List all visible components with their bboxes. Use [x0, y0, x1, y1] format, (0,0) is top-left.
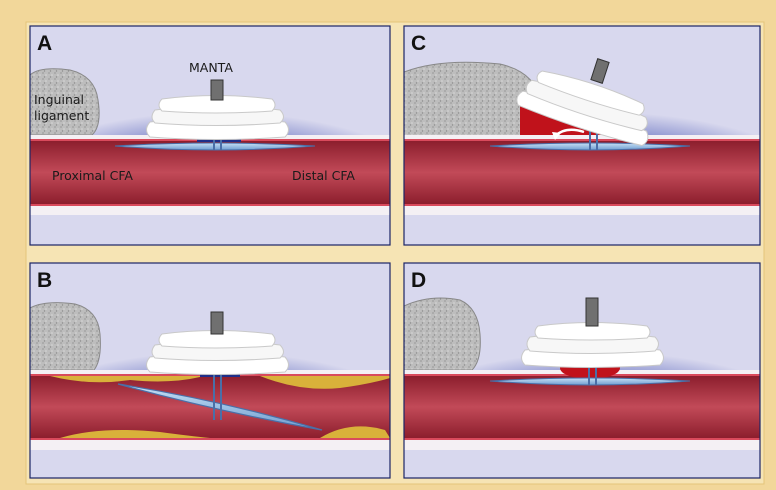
collagen-plug: [147, 96, 289, 140]
panel-d: [404, 263, 776, 478]
distal-cfa-label: Distal CFA: [292, 168, 355, 183]
panel-a: [30, 26, 400, 245]
ligament-label-line1: Inguinal: [34, 92, 84, 107]
inguinal-ligament: [404, 298, 480, 370]
inguinal-ligament: [30, 303, 100, 370]
collagen-plug: [147, 331, 289, 375]
ligament-label-line2: ligament: [34, 108, 89, 123]
panel-c: [404, 26, 776, 245]
panel-a-label: A: [37, 32, 52, 55]
proximal-cfa-label: Proximal CFA: [52, 168, 133, 183]
collagen-plug: [522, 323, 664, 368]
suture-lock: [211, 80, 223, 100]
panel-d-label: D: [411, 269, 426, 292]
device-label: MANTA: [189, 60, 233, 75]
panel-b-label: B: [37, 269, 52, 292]
panel-b: [30, 263, 400, 478]
suture-lock: [211, 312, 223, 334]
panel-c-label: C: [411, 32, 426, 55]
suture-lock: [586, 298, 598, 326]
